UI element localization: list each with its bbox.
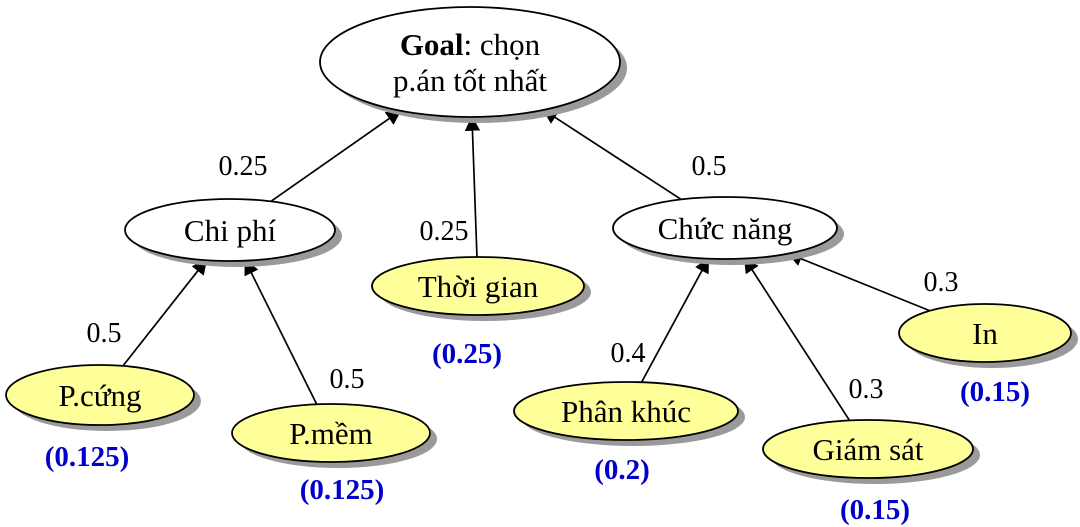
edge-arrow-giamsat-to-chucnang <box>743 257 851 421</box>
global-weight-label-giamsat: (0.15) <box>840 494 910 526</box>
node-ellipse-thoigian <box>371 256 585 316</box>
node-ellipse-pcung <box>5 364 195 426</box>
node-label-pcung: P.cứng <box>58 378 141 413</box>
edge-weight-label-pcung: 0.5 <box>87 318 122 349</box>
node-ellipse-chiphi <box>124 198 336 262</box>
node-label-phankhuc: Phân khúc <box>561 394 691 429</box>
node-label-giamsat: Giám sát <box>812 432 923 467</box>
edge-arrow-phankhuc-to-chucnang <box>640 257 710 383</box>
global-weight-label-pcung: (0.125) <box>45 441 130 473</box>
edge-arrow-pmem-to-chiphi <box>244 259 318 405</box>
edge-weight-label-chucnang: 0.5 <box>692 151 727 182</box>
node-label-chiphi: Chi phí <box>184 213 277 248</box>
node-ellipse-goal <box>319 6 621 118</box>
nodes-layer <box>5 6 1078 484</box>
edge-arrow-in-to-chucnang <box>786 251 931 312</box>
node-label-in: In <box>972 316 998 351</box>
node-label-chucnang: Chức năng <box>658 211 793 246</box>
edge-weight-label-pmem: 0.5 <box>330 364 365 395</box>
global-weight-label-thoigian: (0.25) <box>432 338 502 370</box>
edge-weight-label-in: 0.3 <box>924 267 959 298</box>
global-weight-label-pmem: (0.125) <box>300 474 385 506</box>
edge-weight-label-giamsat: 0.3 <box>849 374 884 405</box>
node-ellipse-giamsat <box>762 419 974 479</box>
node-ellipse-phankhuc <box>513 381 739 441</box>
edge-weight-label-phankhuc: 0.4 <box>611 338 646 369</box>
edge-arrow-thoigian-to-goal <box>464 115 481 258</box>
global-weight-label-in: (0.15) <box>960 376 1030 408</box>
edge-weight-label-chiphi: 0.25 <box>219 151 268 182</box>
global-weight-label-phankhuc: (0.2) <box>594 454 650 486</box>
node-label-pmem: P.mềm <box>289 416 373 451</box>
edges-layer <box>122 109 931 421</box>
edge-arrow-pcung-to-chiphi <box>122 258 208 367</box>
node-ellipse-in <box>898 303 1072 363</box>
node-label-thoigian: Thời gian <box>418 269 539 304</box>
edge-arrow-chiphi-to-goal <box>270 109 402 203</box>
node-ellipse-chucnang <box>612 196 838 260</box>
edge-weight-label-thoigian: 0.25 <box>420 216 469 247</box>
node-ellipse-pmem <box>231 403 431 463</box>
edge-arrow-chucnang-to-goal <box>542 109 682 201</box>
